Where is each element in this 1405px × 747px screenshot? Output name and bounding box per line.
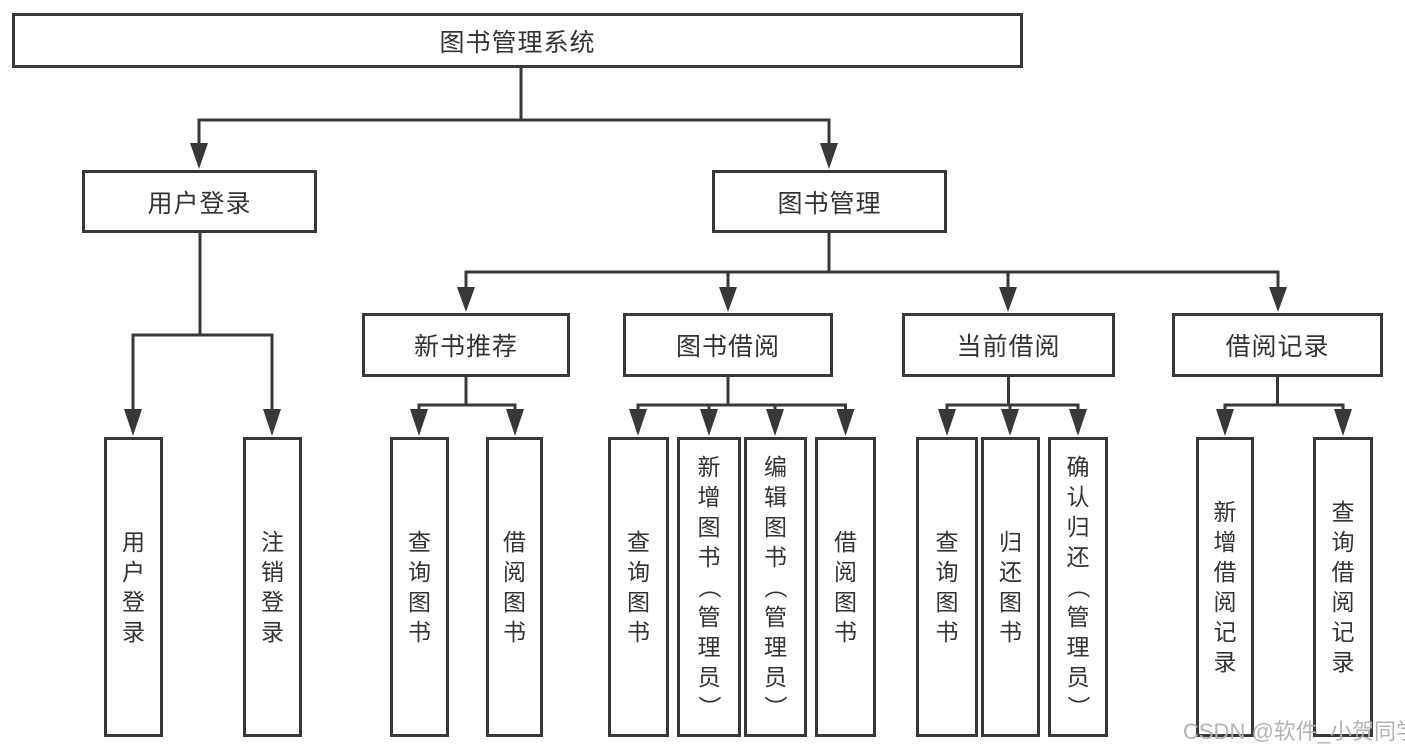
node-leaf-query-books-recommend: 查询图书 — [390, 437, 449, 737]
node-leaf-user-login: 用户登录 — [104, 437, 163, 737]
node-leaf-query-books-current: 查询图书 — [916, 437, 978, 737]
node-leaf-add-book-admin: 新增图书（管理员） — [677, 437, 741, 737]
node-leaf-confirm-return-admin: 确认归还（管理员） — [1048, 437, 1108, 737]
node-book-borrowing: 图书借阅 — [623, 313, 833, 377]
node-leaf-return-books: 归还图书 — [981, 437, 1040, 737]
node-leaf-edit-book-admin: 编辑图书（管理员） — [744, 437, 807, 737]
node-user-login: 用户登录 — [82, 170, 317, 233]
node-leaf-query-books-borrowing: 查询图书 — [608, 437, 669, 737]
node-leaf-query-borrow-record: 查询借阅记录 — [1313, 437, 1373, 737]
node-leaf-borrow-books: 借阅图书 — [815, 437, 876, 737]
node-root: 图书管理系统 — [12, 13, 1023, 68]
csdn-watermark: CSDN @软件_小贺同学 — [1183, 719, 1405, 744]
node-current-borrowing: 当前借阅 — [902, 313, 1115, 377]
node-borrowing-records: 借阅记录 — [1172, 313, 1383, 377]
node-new-book-recommend: 新书推荐 — [362, 313, 570, 377]
node-leaf-add-borrow-record: 新增借阅记录 — [1196, 437, 1254, 737]
node-leaf-borrow-books-recommend: 借阅图书 — [486, 437, 543, 737]
node-book-management: 图书管理 — [712, 170, 947, 233]
node-leaf-logout: 注销登录 — [243, 437, 302, 737]
